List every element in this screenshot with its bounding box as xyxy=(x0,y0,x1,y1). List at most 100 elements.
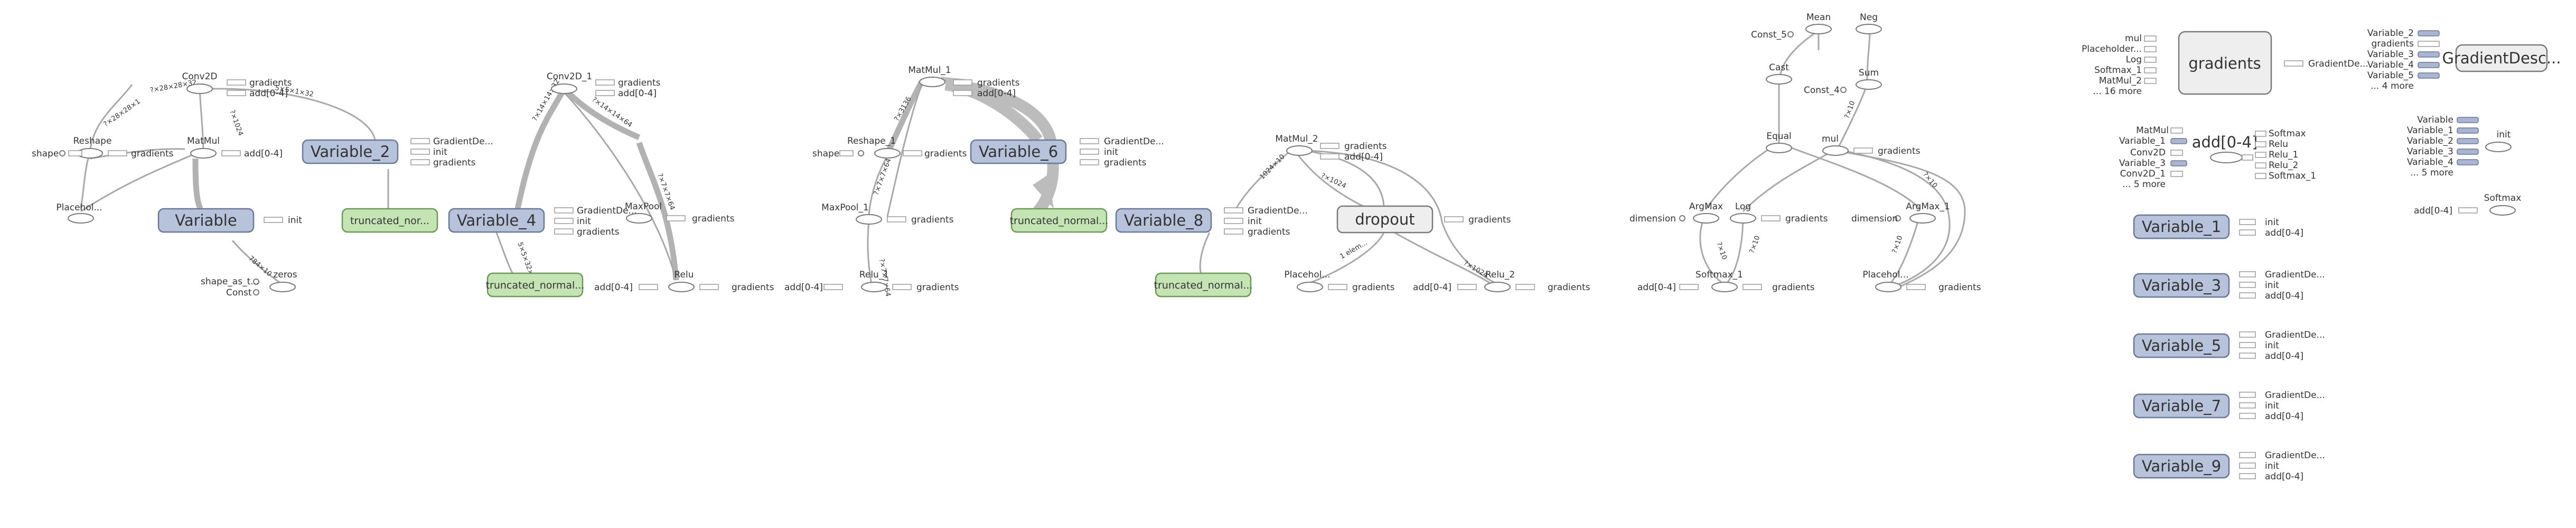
dropout-node[interactable] xyxy=(1336,205,1434,234)
zeros-node[interactable] xyxy=(269,282,296,292)
variable-2-gradients-label: gradients xyxy=(433,158,476,168)
variable-node[interactable] xyxy=(157,208,255,233)
maxpool-node[interactable] xyxy=(626,213,652,224)
variable-2-label: Variable_2 xyxy=(311,143,390,161)
neg-node[interactable] xyxy=(1856,24,1882,34)
block-conv-layer-1: ?×28×28×1 ?×28×28×32 ?×1024 5×5×1×32 784… xyxy=(32,71,493,298)
edge-mul-sum xyxy=(1837,84,1868,149)
argmax-node[interactable] xyxy=(1693,213,1719,224)
softmax-label: Softmax xyxy=(2484,193,2522,203)
svg-text:?×10: ?×10 xyxy=(1843,100,1857,119)
variable-5-node[interactable] xyxy=(2133,333,2230,358)
relu-2-node[interactable] xyxy=(1484,282,1511,292)
svg-text:1024×10: 1024×10 xyxy=(1258,153,1286,181)
conv2d-node[interactable] xyxy=(186,84,213,94)
maxpool-1-node[interactable] xyxy=(856,214,882,225)
shape-const-node[interactable] xyxy=(59,150,65,156)
block-loss-accuracy: ?×10 ?×10 ?×10 ?×10 ?×10 Mean Const_5 Ne… xyxy=(1629,12,1981,293)
reshape-1-node[interactable] xyxy=(874,148,901,159)
conv2d-1-gradients-label: gradients xyxy=(618,78,661,88)
truncated-normal-4-node[interactable] xyxy=(1155,272,1252,298)
placeholder-2-node[interactable] xyxy=(1297,282,1323,292)
placeholder-node[interactable] xyxy=(68,213,94,224)
log-node[interactable] xyxy=(1730,213,1756,224)
edge-matmul2-relu2 xyxy=(1304,150,1495,284)
variable-9-label: Variable_9 xyxy=(2142,457,2221,475)
const-node[interactable] xyxy=(253,289,259,295)
sum-node[interactable] xyxy=(1856,79,1882,90)
variable-9-node[interactable] xyxy=(2133,453,2230,479)
gradient-descent-node[interactable] xyxy=(2455,44,2548,72)
relu-add-label: add[0-4] xyxy=(594,282,633,293)
variable-9-gd-port xyxy=(2239,452,2256,458)
equal-node[interactable] xyxy=(1766,143,1792,153)
shape-as-tensor-node[interactable] xyxy=(253,279,259,285)
matmul-node[interactable] xyxy=(190,148,217,159)
variable-6-label: Variable_6 xyxy=(979,143,1058,161)
shape-port xyxy=(68,150,82,156)
dimension-1-node[interactable] xyxy=(1895,215,1901,221)
matmul-2-node[interactable] xyxy=(1286,145,1313,156)
variable-4-label: Variable_4 xyxy=(457,211,536,229)
add04-input-3: Conv2D xyxy=(2130,147,2166,158)
add04-input-chip-4 xyxy=(2170,160,2187,166)
softmax-node[interactable] xyxy=(2489,205,2516,216)
gradients-input-port-3 xyxy=(2144,57,2157,63)
mean-node[interactable] xyxy=(1805,24,1832,34)
relu-node[interactable] xyxy=(668,282,695,292)
log-gradients-port xyxy=(1761,215,1781,221)
maxpool-label: MaxPool xyxy=(625,201,662,212)
edge-conv2d1-relu xyxy=(563,91,677,281)
add04-input-4: Variable_3 xyxy=(2119,158,2166,169)
variable-5-gd-port xyxy=(2239,331,2256,338)
add04-input-1: MatMul xyxy=(2136,125,2169,136)
conv2d-1-node[interactable] xyxy=(551,84,577,94)
softmax-1-node[interactable] xyxy=(1711,282,1738,292)
gradients-node[interactable] xyxy=(2178,31,2272,95)
const-4-node[interactable] xyxy=(1840,87,1847,93)
gradients-input-port-2 xyxy=(2144,46,2157,52)
init-input-5: Variable_4 xyxy=(2407,157,2453,168)
truncated-normal-2-node[interactable] xyxy=(486,272,584,298)
variable-3-add-port xyxy=(2239,292,2256,299)
variable-5-init-label: init xyxy=(2265,340,2279,351)
relu-2-label: Relu_2 xyxy=(1485,270,1515,280)
edge-cast-mean xyxy=(1779,31,1818,77)
add04-node[interactable] xyxy=(2210,152,2243,163)
dimension-node[interactable] xyxy=(1679,215,1685,221)
variable-4-node[interactable] xyxy=(448,208,545,233)
variable-7-node[interactable] xyxy=(2133,393,2230,419)
shape-label: shape xyxy=(32,149,59,159)
edge-dropout-relu2 xyxy=(1394,231,1490,284)
const-5-node[interactable] xyxy=(1787,31,1794,38)
relu-2-gradients-label: gradients xyxy=(1548,282,1590,293)
init-node[interactable] xyxy=(2485,142,2512,152)
cast-node[interactable] xyxy=(1766,74,1792,85)
variable-8-node[interactable] xyxy=(1115,208,1212,233)
shape-1-node[interactable] xyxy=(858,150,864,156)
argmax-1-node[interactable] xyxy=(1909,213,1936,224)
matmul-2-gradients-port xyxy=(1320,143,1339,149)
variable-2-node[interactable] xyxy=(302,139,399,164)
mul-node[interactable] xyxy=(1822,145,1849,156)
variable-6-node[interactable] xyxy=(970,139,1067,164)
variable-1-add-port xyxy=(2239,229,2256,236)
dimension-1-label: dimension xyxy=(1851,214,1898,224)
edge-mul-placeholder xyxy=(1843,150,1951,286)
variable-1-node[interactable] xyxy=(2133,214,2230,239)
relu-1-label: Relu_1 xyxy=(859,270,889,280)
log-label: Log xyxy=(1735,201,1751,212)
matmul-1-node[interactable] xyxy=(919,77,945,87)
matmul-2-add-port xyxy=(1320,153,1339,160)
matmul-1-add-label: add[0-4] xyxy=(977,88,1016,99)
edge-matmul1-reshape1 xyxy=(885,80,924,155)
relu-1-node[interactable] xyxy=(861,282,887,292)
svg-text:?×10: ?×10 xyxy=(1748,235,1762,254)
truncated-normal-3-node[interactable] xyxy=(1010,208,1108,233)
placeholder-3-node[interactable] xyxy=(1875,282,1901,292)
variable-3-init-port xyxy=(2239,282,2256,288)
truncated-normal-1-node[interactable] xyxy=(341,208,438,233)
variable-3-node[interactable] xyxy=(2133,273,2230,298)
relu-gradients-port xyxy=(699,284,719,290)
